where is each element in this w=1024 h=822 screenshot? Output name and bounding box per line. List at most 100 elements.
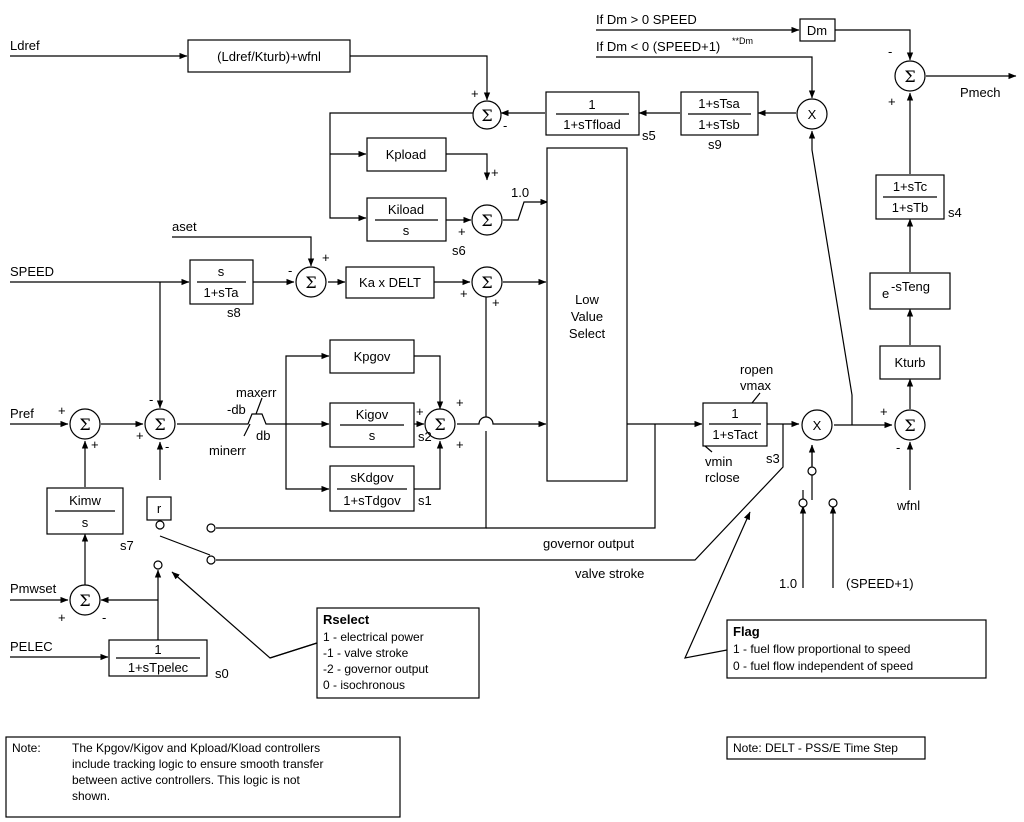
lvs-limit-label: 1.0 (511, 185, 529, 200)
svg-text:X: X (813, 418, 822, 433)
speed-label: SPEED (10, 264, 54, 279)
summing-junction-load-ref: Σ + - (471, 86, 507, 133)
svg-text:1+sTpelec: 1+sTpelec (128, 660, 189, 675)
ropen-label: ropen (740, 362, 773, 377)
dm-positive-label: If Dm > 0 SPEED (596, 12, 697, 27)
svg-text:+: + (458, 224, 466, 239)
svg-text:1+sTdgov: 1+sTdgov (343, 493, 401, 508)
svg-text:Kturb: Kturb (894, 355, 925, 370)
svg-text:0 - isochronous: 0 - isochronous (323, 678, 405, 692)
connection-lines (10, 26, 1017, 661)
svg-text:+: + (58, 403, 66, 418)
svg-text:+: + (471, 86, 479, 101)
svg-text:s: s (403, 223, 410, 238)
dm-negative-label: If Dm < 0 (SPEED+1) (596, 39, 720, 54)
svg-text:-: - (165, 439, 169, 454)
svg-text:+: + (416, 404, 424, 419)
svg-text:Σ: Σ (305, 273, 316, 292)
flag-one-label: 1.0 (779, 576, 797, 591)
ta-block: s 1+sTa (189, 259, 254, 305)
svg-text:Kiload: Kiload (388, 202, 424, 217)
summing-junction-load-pi: Σ + + (458, 165, 503, 239)
db-label: db (256, 428, 270, 443)
vmin-label: vmin (705, 454, 732, 469)
svg-text:1 - electrical power: 1 - electrical power (323, 630, 424, 644)
svg-text:+: + (456, 437, 464, 452)
limit-labels: maxerr minerr -db db ropen vmax vmin rcl… (209, 362, 773, 485)
ldref-block: (Ldref/Kturb)+wfnl (187, 39, 351, 73)
svg-text:shown.: shown. (72, 789, 110, 803)
low-value-select-block: Low Value Select (546, 147, 628, 482)
svg-text:s0: s0 (215, 666, 229, 681)
tpelec-block: 1 1+sTpelec (108, 639, 208, 677)
svg-text:(Ldref/Kturb)+wfnl: (Ldref/Kturb)+wfnl (217, 49, 321, 64)
svg-text:Σ: Σ (904, 416, 915, 435)
speed-plus-one-label: (SPEED+1) (846, 576, 914, 591)
svg-text:s6: s6 (452, 243, 466, 258)
svg-text:-: - (503, 118, 507, 133)
summing-junction-fuel: Σ + - (880, 404, 926, 455)
svg-text:Σ: Σ (481, 211, 492, 230)
svg-text:1+sTa: 1+sTa (203, 285, 239, 300)
svg-text:The Kpgov/Kigov and Kpload/Klo: The Kpgov/Kigov and Kpload/Kload control… (72, 741, 320, 755)
vmax-label: vmax (740, 378, 772, 393)
svg-text:include tracking logic to ensu: include tracking logic to ensure smooth … (72, 757, 323, 771)
svg-text:Rselect: Rselect (323, 612, 370, 627)
db-neg-label: -db (227, 402, 246, 417)
svg-text:s8: s8 (227, 305, 241, 320)
svg-text:Flag: Flag (733, 624, 760, 639)
summing-junction-pref: Σ + + (58, 403, 101, 452)
svg-text:Kpgov: Kpgov (354, 349, 391, 364)
svg-text:-sTeng: -sTeng (891, 279, 930, 294)
dm-block: Dm (799, 18, 836, 42)
dm-negative-exponent: **Dm (732, 36, 753, 46)
svg-text:+: + (491, 165, 499, 180)
svg-text:-1 - valve stroke: -1 - valve stroke (323, 646, 409, 660)
svg-text:Ka x DELT: Ka x DELT (359, 275, 421, 290)
svg-text:1: 1 (588, 97, 595, 112)
governor-output-label: governor output (543, 536, 634, 551)
svg-text:1+sTc: 1+sTc (893, 179, 928, 194)
kpgov-block: Kpgov (329, 339, 415, 374)
svg-text:s1: s1 (418, 493, 432, 508)
svg-text:+: + (492, 295, 500, 310)
pmwset-label: Pmwset (10, 581, 57, 596)
svg-text:1+sTact: 1+sTact (712, 427, 758, 442)
pelec-label: PELEC (10, 639, 53, 654)
kdgov-block: sKdgov 1+sTdgov (329, 465, 415, 512)
svg-text:-: - (288, 263, 292, 278)
svg-text:s3: s3 (766, 451, 780, 466)
svg-text:0 - fuel flow independent of: 0 - fuel flow independent of speed (733, 659, 913, 673)
svg-text:+: + (460, 286, 468, 301)
svg-text:s: s (369, 428, 376, 443)
kturb-block: Kturb (879, 345, 941, 380)
svg-text:s: s (82, 515, 89, 530)
delt-note: Note: DELT - PSS/E Time Step (726, 736, 926, 760)
svg-text:Σ: Σ (79, 591, 90, 610)
minerr-label: minerr (209, 443, 247, 458)
kimw-block: Kimw s (46, 487, 124, 535)
svg-text:Low: Low (575, 292, 599, 307)
svg-text:+: + (322, 250, 330, 265)
tc-tb-block: 1+sTc 1+sTb (875, 174, 945, 220)
svg-text:Σ: Σ (154, 415, 165, 434)
wfnl-label: wfnl (896, 498, 920, 513)
svg-text:Value: Value (571, 309, 603, 324)
summing-junction-pid: Σ + + + (416, 395, 464, 452)
valve-stroke-label: valve stroke (575, 566, 644, 581)
kpload-block: Kpload (366, 137, 447, 172)
rclose-label: rclose (705, 470, 740, 485)
teng-block: e -sTeng (869, 272, 951, 310)
rselect-legend: Rselect 1 - electrical power -1 - valve … (316, 607, 480, 699)
state-labels: s0 s1 s2 s3 s4 s5 s6 s7 s8 s9 (120, 128, 962, 681)
svg-text:Σ: Σ (79, 415, 90, 434)
svg-text:s9: s9 (708, 137, 722, 152)
svg-text:+: + (136, 428, 144, 443)
signal-labels: Ldref SPEED Pref Pmwset PELEC aset Pmech… (10, 12, 1000, 654)
summing-junction-error: Σ - + - (136, 392, 176, 454)
switch-contacts (153, 466, 838, 570)
svg-text:between active controllers. T: between active controllers. This logic i… (72, 773, 301, 787)
svg-text:-: - (888, 44, 892, 59)
svg-text:Σ: Σ (904, 67, 915, 86)
svg-text:1+sTfload: 1+sTfload (563, 117, 620, 132)
